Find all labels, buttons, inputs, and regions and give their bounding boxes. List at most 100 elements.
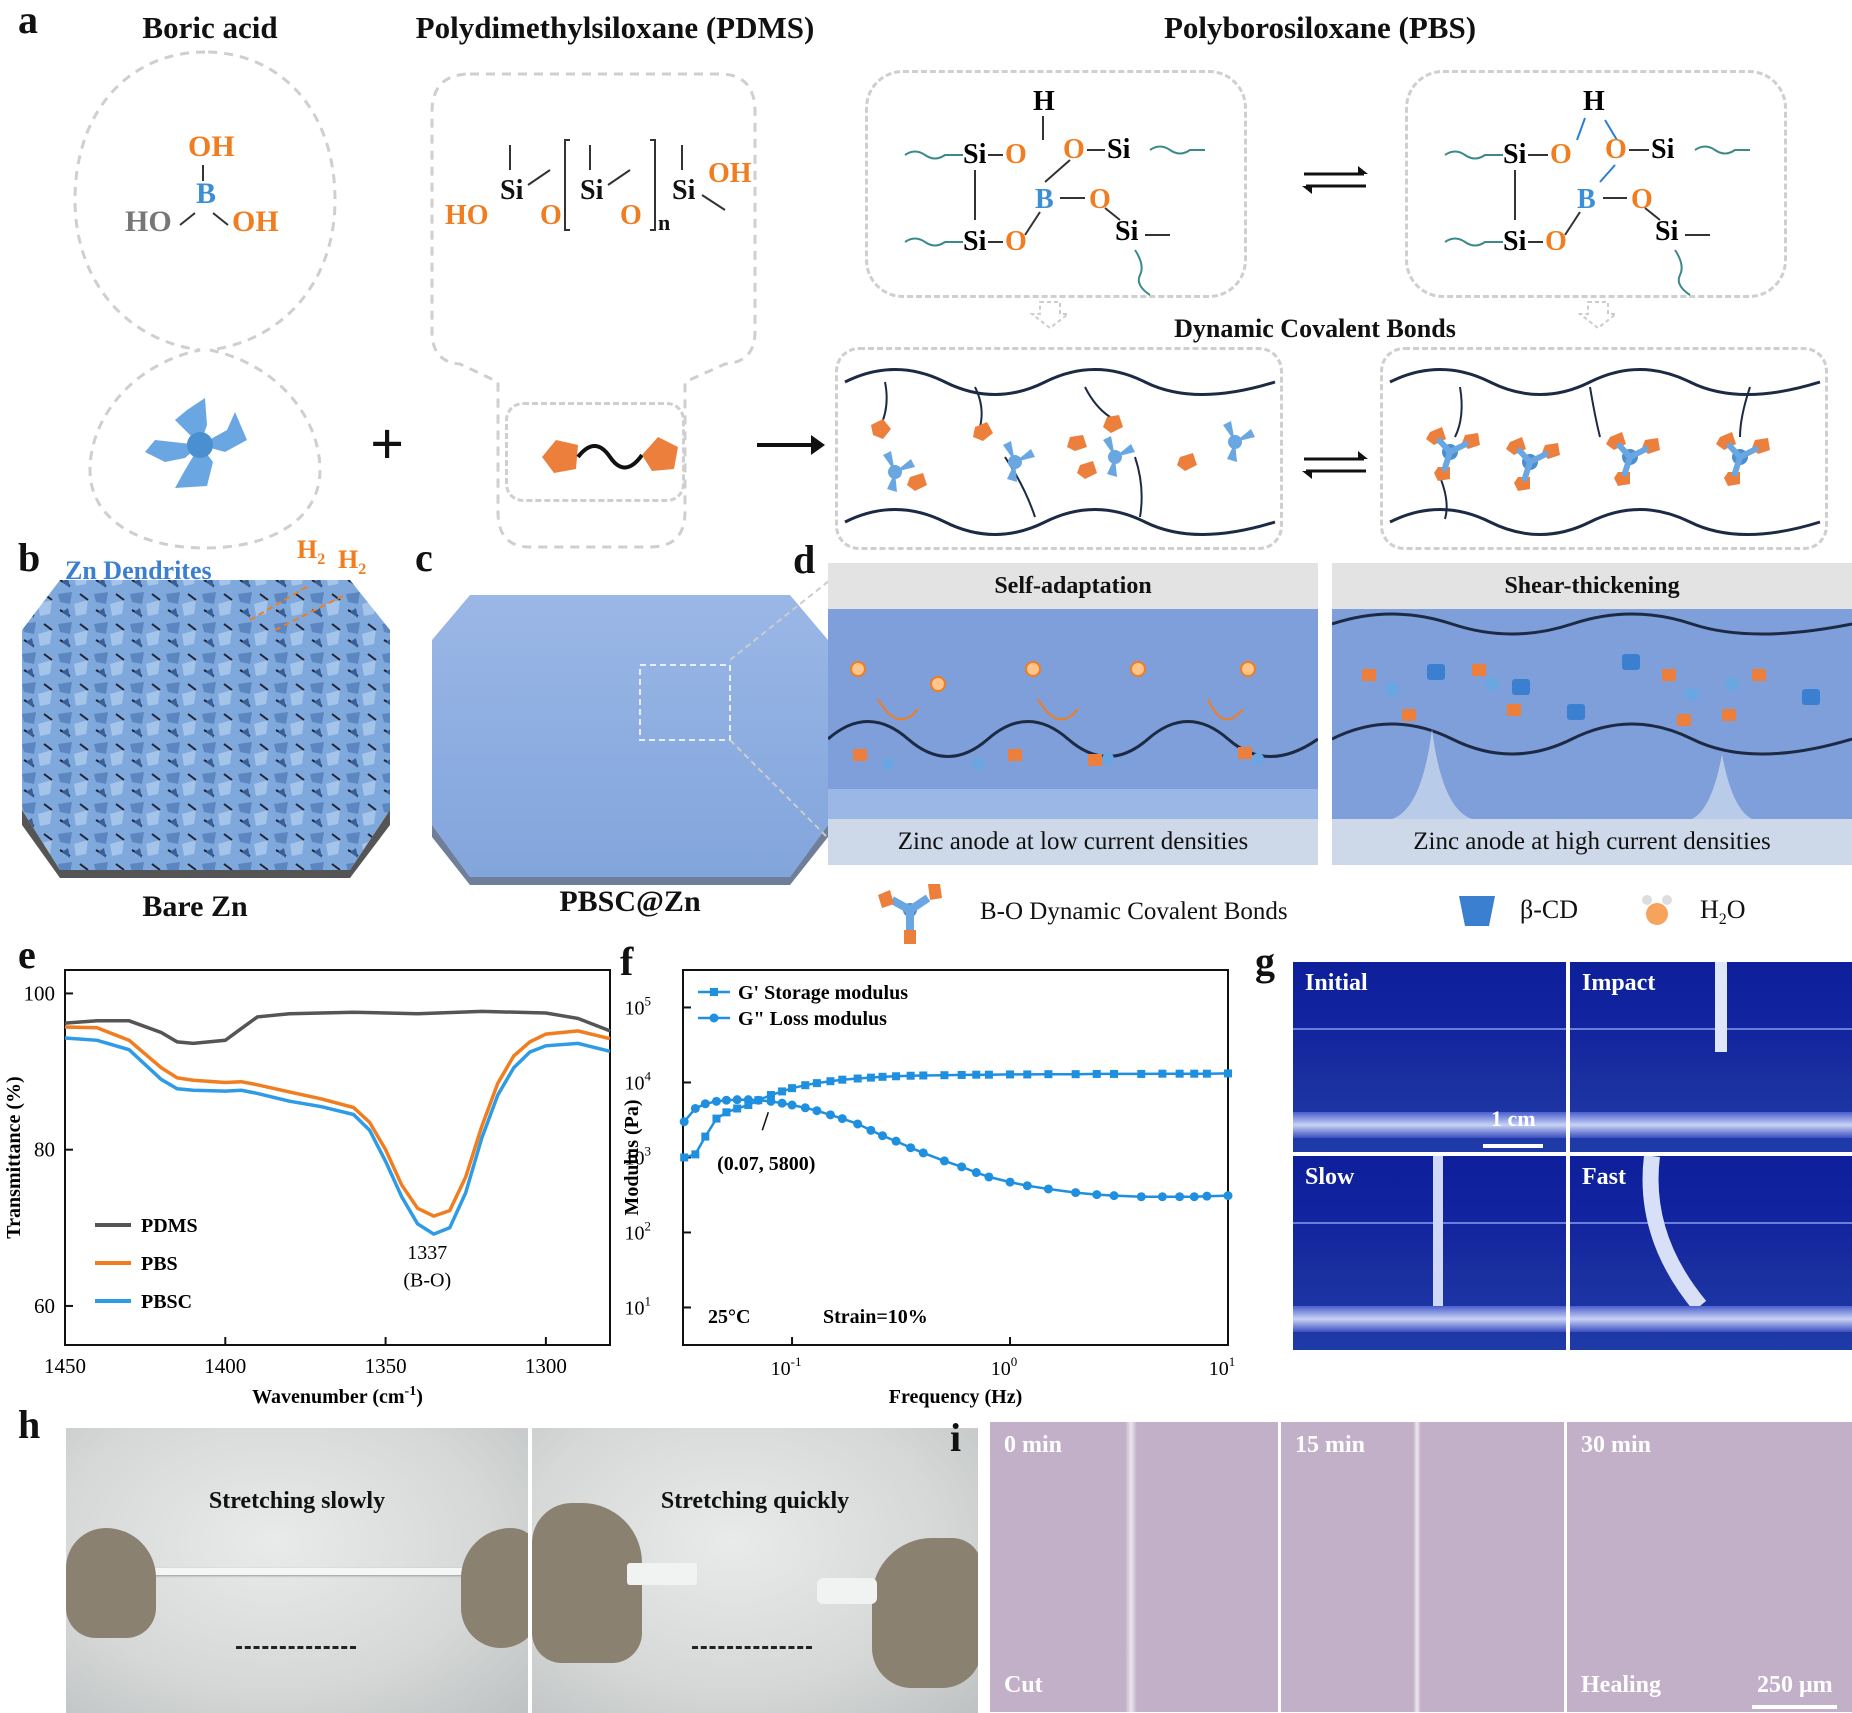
legend-marker	[709, 1013, 719, 1023]
loss-point	[837, 1114, 847, 1124]
svg-text:O: O	[1005, 139, 1027, 170]
plus-sign: +	[370, 411, 405, 477]
stretch-slow-label: Stretching slowly	[208, 1488, 386, 1514]
scale-bar-250um	[1752, 1705, 1837, 1709]
high-current-caption: Zinc anode at high current densities	[1332, 819, 1852, 865]
boric-acid-title: Boric acid	[142, 10, 278, 45]
network-diagram-left	[844, 368, 1276, 536]
storage-point	[866, 1073, 875, 1082]
svg-text:O: O	[1063, 134, 1085, 165]
self-adaptation-header: Self-adaptation	[828, 563, 1318, 609]
loss-point	[1043, 1184, 1053, 1194]
svg-text:Si: Si	[1107, 134, 1131, 165]
healing-photo-15min: 15 min	[1281, 1422, 1564, 1712]
loss-point	[957, 1162, 967, 1172]
legend-marker	[710, 988, 718, 996]
storage-point	[812, 1079, 821, 1088]
fast-label: Fast	[1582, 1164, 1626, 1190]
storage-point	[712, 1114, 721, 1123]
pbs-title: Polyborosiloxane (PBS)	[1163, 10, 1477, 45]
impact-photo-initial: Initial 1 cm	[1293, 962, 1566, 1152]
storage-point	[733, 1104, 742, 1113]
panel-b-label: b	[18, 535, 41, 580]
svg-text:Si: Si	[1115, 216, 1139, 247]
panel-h-label: h	[18, 1402, 41, 1447]
pdms-chain-icon	[542, 437, 678, 473]
x-tick-label: 1350	[365, 1354, 407, 1378]
svg-text:O: O	[1631, 184, 1653, 215]
loss-point	[711, 1096, 721, 1106]
x-tick-label: 1300	[525, 1354, 567, 1378]
pdms-structure: HO Si O Si O n Si OH	[440, 130, 760, 240]
network-diagram-right	[1389, 368, 1821, 536]
h2-label-1: H2	[297, 535, 326, 569]
temperature-label: 25°C	[708, 1306, 750, 1328]
boric-acid-bubble	[73, 50, 337, 550]
svg-text:O: O	[1089, 184, 1111, 215]
loss-point	[1223, 1191, 1233, 1201]
scale-label-250um: 250 μm	[1757, 1672, 1833, 1698]
storage-modulus-line	[683, 1072, 1229, 1159]
network-box-right	[1380, 347, 1828, 550]
legend-label: G" Loss modulus	[738, 1008, 887, 1030]
panel-i-label: i	[950, 1415, 962, 1460]
boric-acid-icon	[145, 398, 247, 488]
dynamic-covalent-bonds-label: Dynamic Covalent Bonds	[1174, 314, 1456, 343]
x-tick-label: 101	[1209, 1354, 1236, 1380]
series-line-pbs	[64, 1025, 611, 1218]
healing-photo-0min: 0 min Cut	[990, 1422, 1278, 1712]
loss-point	[971, 1168, 981, 1178]
storage-point	[972, 1070, 981, 1079]
storage-point	[1202, 1069, 1211, 1078]
pdms-title: Polydimethylsiloxane (PDMS)	[415, 10, 815, 45]
network-box-left	[835, 347, 1283, 550]
bare-zn-image	[22, 580, 390, 878]
loss-point	[753, 1095, 763, 1105]
loss-point	[1136, 1192, 1146, 1202]
bare-zn-caption: Bare Zn	[142, 890, 248, 923]
strain-label: Strain=10%	[823, 1306, 928, 1328]
storage-point	[957, 1070, 966, 1079]
time-30min: 30 min	[1581, 1432, 1652, 1458]
loss-point	[891, 1136, 901, 1146]
storage-point	[1175, 1069, 1184, 1078]
time-0min: 0 min	[1004, 1432, 1063, 1458]
svg-text:Si: Si	[963, 139, 987, 170]
storage-point	[680, 1153, 689, 1162]
storage-point	[722, 1108, 731, 1117]
loss-point	[918, 1148, 928, 1158]
h2o-legend-label: H2O	[1700, 895, 1746, 929]
loss-point	[853, 1119, 863, 1129]
equilibrium-arrow-top	[1300, 160, 1370, 205]
series-line-pdms	[64, 1009, 611, 1046]
bond-legend-label: B-O Dynamic Covalent Bonds	[980, 898, 1288, 925]
svg-text:O: O	[1605, 134, 1627, 165]
storage-point	[1224, 1069, 1232, 1078]
panel-d-label: d	[793, 537, 816, 582]
scale-label-1cm: 1 cm	[1491, 1106, 1536, 1131]
stretch-slow-photo: Stretching slowly	[66, 1428, 528, 1713]
loss-point	[732, 1095, 742, 1105]
loss-point	[1189, 1192, 1199, 1202]
series-line-pbsc	[64, 1036, 611, 1237]
beta-cd-legend-icon	[1459, 896, 1495, 926]
down-arrow-right	[1577, 300, 1619, 330]
svg-text:B: B	[1035, 184, 1054, 215]
panel-c-label: c	[415, 535, 433, 580]
loss-point	[812, 1106, 822, 1116]
loss-point	[787, 1100, 797, 1110]
y-axis-label: Modulus (Pa)	[621, 1099, 643, 1215]
y-tick-label: 100	[24, 981, 56, 1005]
storage-point	[1137, 1069, 1146, 1078]
pbs-structure-box-right	[1405, 70, 1787, 298]
time-15min: 15 min	[1295, 1432, 1366, 1458]
panel-a-label: a	[18, 0, 38, 42]
pbs-structure-right: H Si O O Si B O Si O Si	[1444, 86, 1750, 296]
y-tick-label: 104	[625, 1068, 652, 1094]
reaction-arrow	[755, 425, 825, 470]
self-adaptation-panel: Self-adaptation Zinc anode at low curren…	[828, 563, 1318, 865]
loss-point	[878, 1131, 888, 1141]
pdms-bubble	[430, 72, 757, 549]
